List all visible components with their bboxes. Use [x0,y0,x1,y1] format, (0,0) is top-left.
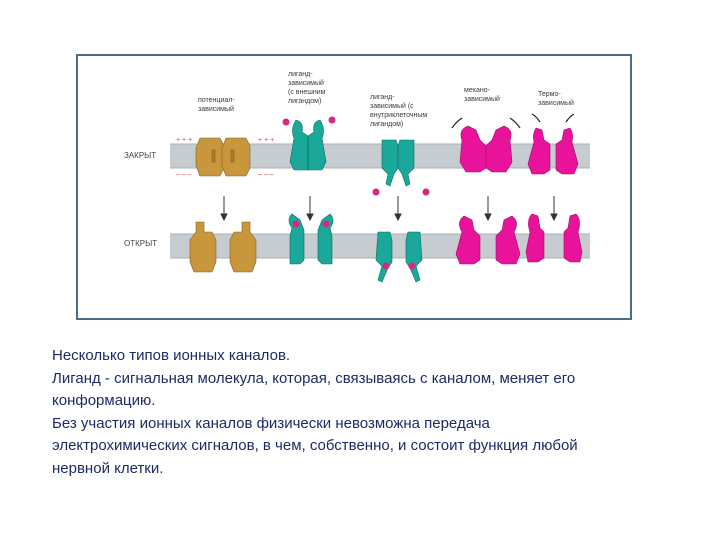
label-ligand-internal: лиганд- зависимый (с внутриклеточным лиг… [370,94,429,128]
arrow-heat-left [531,113,541,123]
mechano-channel-closed [459,125,513,173]
voltage-channel-open [189,221,257,273]
caption-text: Несколько типов ионных каналов. Лиганд -… [52,345,652,480]
ligand-molecule [322,220,330,228]
ion-channels-diagram: ЗАКРЫТ ОТКРЫТ + + + + + + – – – – – – по… [124,71,590,283]
thermo-channel-open [525,213,583,263]
state-closed-label: ЗАКРЫТ [124,151,156,160]
label-thermo: Термо- зависимый [538,91,574,107]
state-open-label: ОТКРЫТ [124,239,157,248]
ligand-internal-channel-open [375,231,423,283]
ligand-molecule [422,188,430,196]
arrow-force-left [451,117,463,129]
caption-line: Без участия ионных каналов физически нев… [52,414,490,432]
charge-minus-right: – – – [258,171,274,178]
arrow-force-right [509,117,521,129]
label-voltage: потенциал- зависимый [198,97,237,113]
caption-line: нервной клетки. [52,459,164,477]
ligand-molecule [328,116,336,124]
ligand-molecule [292,220,300,228]
caption-line: Лиганд - сигнальная молекула, которая, с… [52,369,576,387]
arrow-heat-right [565,113,575,123]
ligand-molecule [408,262,416,270]
ion-channels-figure: ЗАКРЫТ ОТКРЫТ + + + + + + – – – – – – по… [76,54,632,320]
charge-plus-left: + + + [176,137,192,144]
mechano-channel-open [455,215,521,265]
thermo-channel-closed [527,127,579,175]
ligand-internal-channel-closed [381,139,415,187]
charge-minus-left: – – – [176,171,192,178]
label-mechano: механо- зависимый [464,87,500,103]
ligand-molecule [382,262,390,270]
ligand-external-channel-closed [289,119,327,171]
caption-line: конформацию. [52,392,156,409]
ligand-external-channel-open [288,213,334,265]
caption-line: Несколько типов ионных каналов. [52,347,291,364]
charge-plus-right: + + + [258,137,274,144]
ligand-molecule [282,118,290,126]
label-ligand-external: лиганд- зависимый (с внешним лигандом) [288,71,327,105]
ligand-molecule [372,188,380,196]
caption-line: электрохимических сигналов, в чем, собст… [52,437,578,454]
voltage-channel-closed [195,137,251,177]
